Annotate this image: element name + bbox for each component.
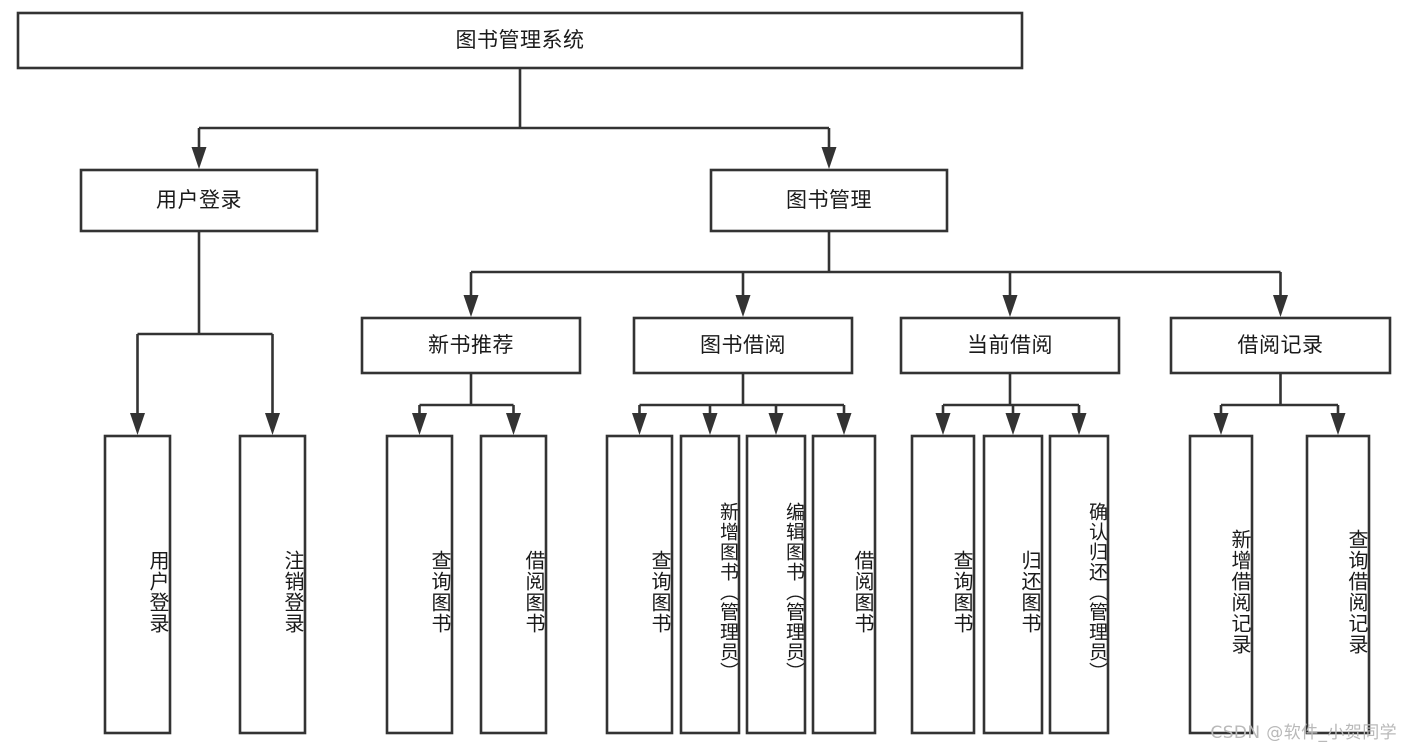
- node-box-n-book[interactable]: [709, 168, 949, 233]
- node-l-10[interactable]: [984, 436, 1042, 733]
- node-box-n-rec[interactable]: [1169, 316, 1392, 375]
- node-n-lend[interactable]: [634, 318, 852, 373]
- node-box-l-6[interactable]: [679, 434, 741, 735]
- node-box-l-5[interactable]: [605, 434, 674, 735]
- node-box-l-9[interactable]: [910, 434, 976, 735]
- node-box-l-12[interactable]: [1188, 434, 1254, 735]
- node-box-l-4[interactable]: [479, 434, 548, 735]
- node-box-l-8[interactable]: [811, 434, 877, 735]
- node-box-n-user[interactable]: [79, 168, 319, 233]
- node-l-2[interactable]: [240, 436, 305, 733]
- node-l-1[interactable]: [105, 436, 170, 733]
- node-l-12[interactable]: [1190, 436, 1252, 733]
- node-l-6[interactable]: [681, 436, 739, 733]
- node-l-4[interactable]: [481, 436, 546, 733]
- node-root[interactable]: [18, 13, 1022, 68]
- node-box-l-2[interactable]: [238, 434, 307, 735]
- node-box-l-7[interactable]: [745, 434, 807, 735]
- node-box-l-11[interactable]: [1048, 434, 1110, 735]
- node-l-3[interactable]: [387, 436, 452, 733]
- node-n-user[interactable]: [81, 170, 317, 231]
- node-box-n-cur[interactable]: [899, 316, 1121, 375]
- node-n-book[interactable]: [711, 170, 947, 231]
- node-box-n-new[interactable]: [360, 316, 582, 375]
- node-l-13[interactable]: [1307, 436, 1369, 733]
- node-box-l-10[interactable]: [982, 434, 1044, 735]
- node-box-l-3[interactable]: [385, 434, 454, 735]
- node-box-l-13[interactable]: [1305, 434, 1371, 735]
- node-box-n-lend[interactable]: [632, 316, 854, 375]
- node-box-root[interactable]: [16, 11, 1024, 70]
- node-l-8[interactable]: [813, 436, 875, 733]
- node-n-new[interactable]: [362, 318, 580, 373]
- node-l-9[interactable]: [912, 436, 974, 733]
- node-l-5[interactable]: [607, 436, 672, 733]
- node-l-11[interactable]: [1050, 436, 1108, 733]
- node-n-cur[interactable]: [901, 318, 1119, 373]
- node-l-7[interactable]: [747, 436, 805, 733]
- node-n-rec[interactable]: [1171, 318, 1390, 373]
- node-box-l-1[interactable]: [103, 434, 172, 735]
